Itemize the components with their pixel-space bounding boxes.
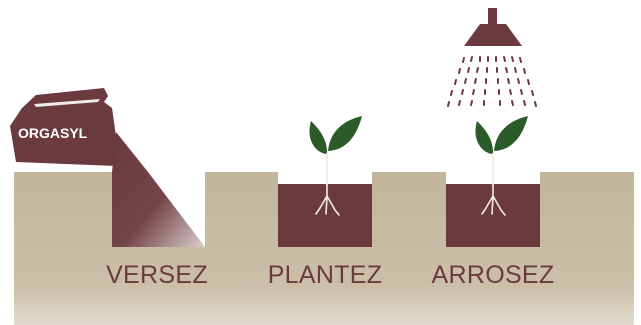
step-arrosez-illustration bbox=[446, 8, 540, 247]
step-plantez-illustration bbox=[278, 116, 372, 247]
step-label-versez: VERSEZ bbox=[106, 261, 208, 289]
step-label-plantez: PLANTEZ bbox=[268, 261, 383, 289]
watering-can-head-icon bbox=[464, 8, 522, 46]
soil-block bbox=[278, 184, 372, 247]
water-drops bbox=[448, 57, 536, 106]
fertilizer-brand-label: ORGASYL bbox=[18, 125, 88, 141]
pour-stream bbox=[112, 132, 205, 247]
step-label-arrosez: ARROSEZ bbox=[432, 261, 555, 289]
